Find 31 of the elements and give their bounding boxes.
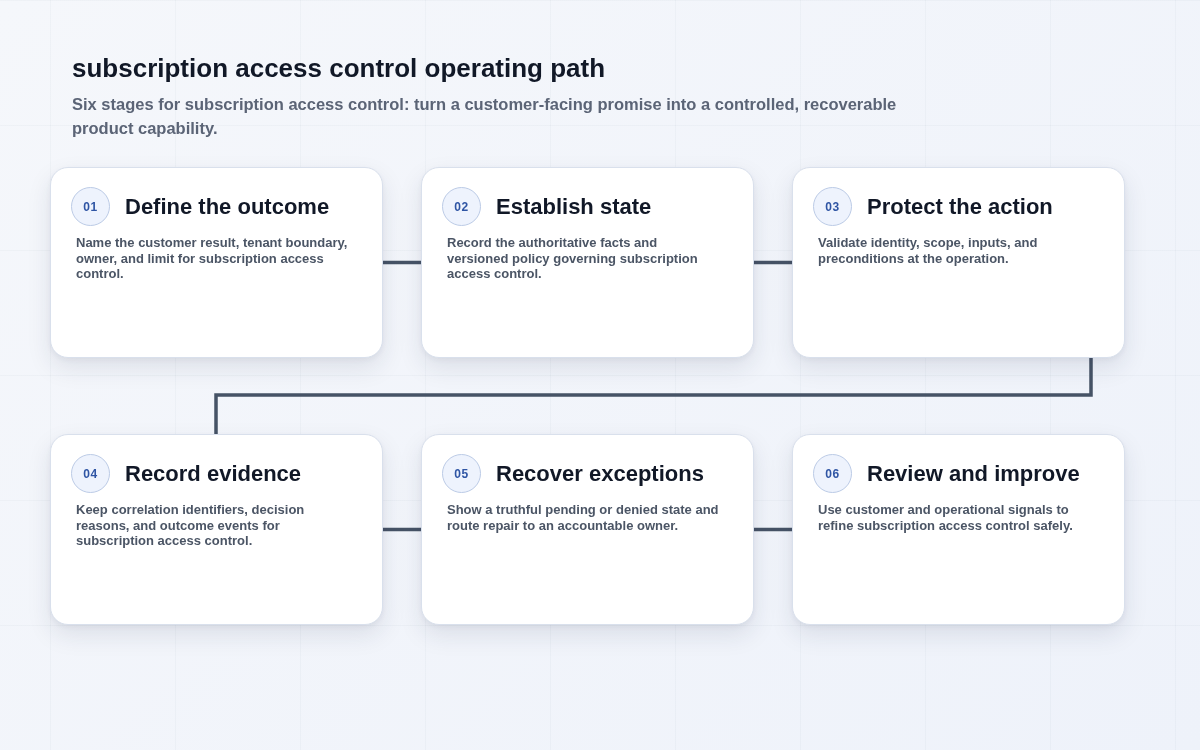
stage-title: Review and improve xyxy=(867,459,1080,488)
page-subtitle: Six stages for subscription access control: turn a customer-facing promise into a controlled, recoverable product capability. xyxy=(72,94,898,139)
connector-line xyxy=(214,358,1093,434)
step-number-circle: 04 xyxy=(71,454,110,493)
connector-line xyxy=(754,260,792,265)
stage-title: Recover exceptions xyxy=(496,459,704,488)
step-number-circle: 01 xyxy=(71,187,110,226)
connector-line xyxy=(754,527,792,532)
stage-description: Record the authoritative facts and versioned policy governing subscription access control. xyxy=(447,235,699,282)
stage-card xyxy=(421,434,754,625)
step-number-circle: 06 xyxy=(813,454,852,493)
connector-line xyxy=(383,260,421,265)
stage-title: Define the outcome xyxy=(125,192,330,221)
step-number-circle: 03 xyxy=(813,187,852,226)
step-number-circle: 05 xyxy=(442,454,481,493)
stage-title: Protect the action xyxy=(867,192,1053,221)
stage-title: Establish state xyxy=(496,192,652,221)
stage-description: Use customer and operational signals to refine subscription access control safely. xyxy=(818,502,1074,533)
connector-line xyxy=(383,527,421,532)
stage-card xyxy=(421,167,754,358)
stage-description: Show a truthful pending or denied state and route repair to an accountable owner. xyxy=(447,502,720,533)
stage-description: Validate identity, scope, inputs, and preconditions at the operation. xyxy=(818,235,1039,266)
stage-title: Record evidence xyxy=(125,459,302,488)
stage-card xyxy=(50,167,383,358)
page-title: subscription access control operating path xyxy=(72,52,606,84)
stage-description: Keep correlation identifiers, decision reasons, and outcome events for subscription access control. xyxy=(76,502,306,549)
stage-card xyxy=(50,434,383,625)
step-number-circle: 02 xyxy=(442,187,481,226)
stage-card xyxy=(792,167,1125,358)
stage-description: Name the customer result, tenant boundary, owner, and limit for subscription access control. xyxy=(76,235,349,282)
stage-card xyxy=(792,434,1125,625)
